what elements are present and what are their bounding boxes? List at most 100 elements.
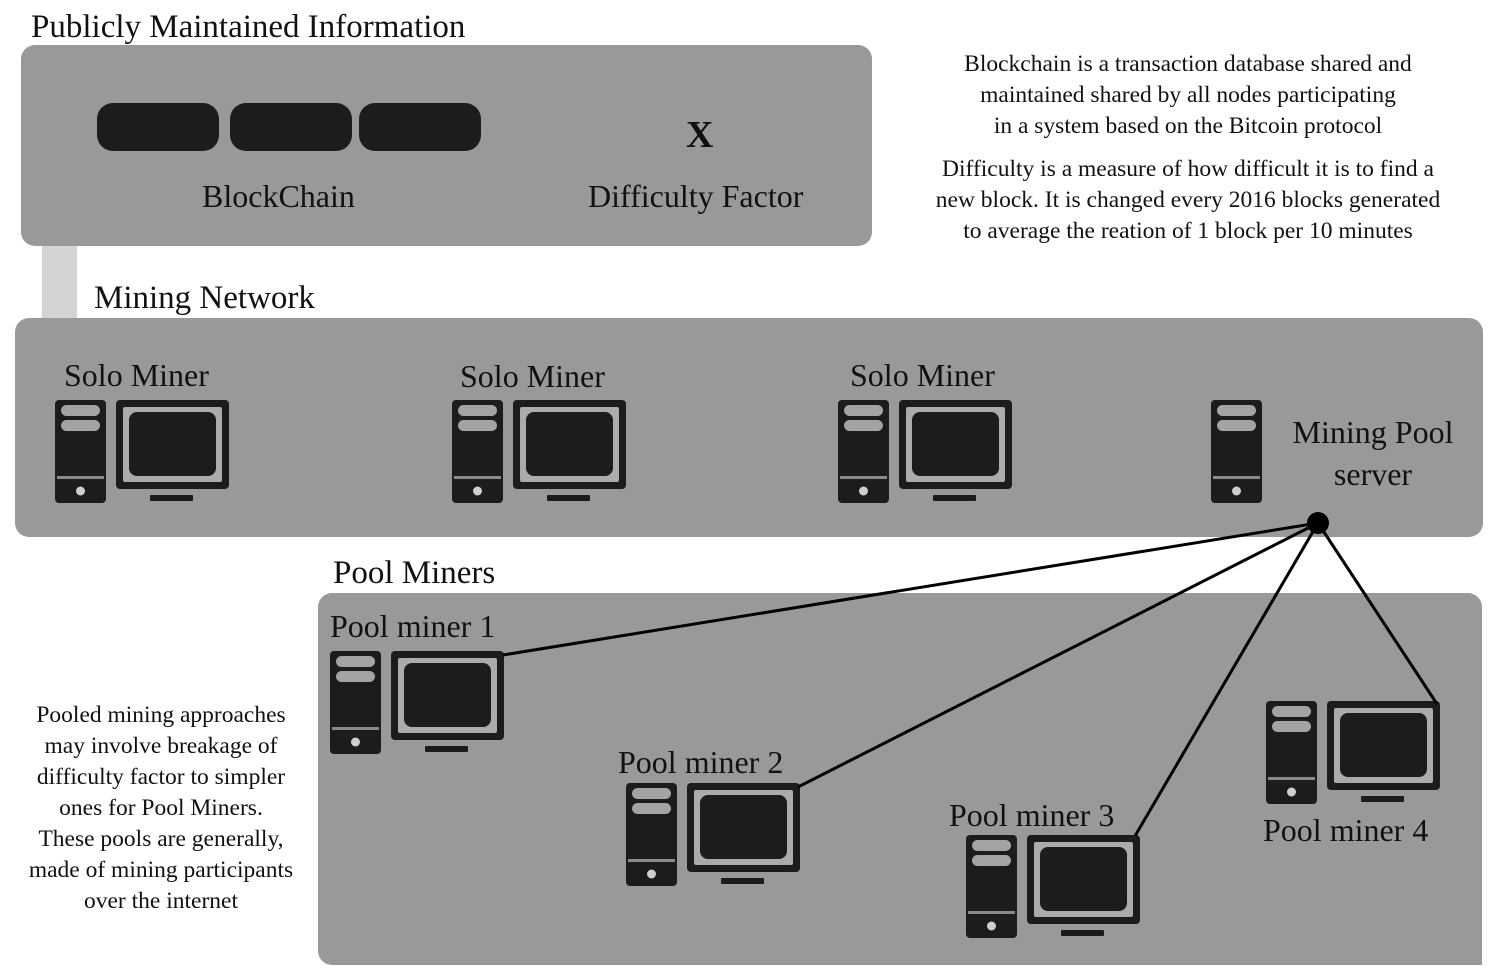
power-button — [1232, 486, 1241, 496]
blockchain-block-2 — [230, 103, 352, 151]
drive-bay — [1272, 721, 1311, 732]
desktop-computer-icon — [330, 651, 504, 754]
network-connector — [42, 246, 77, 319]
pooled-desc-line: over the internet — [84, 888, 238, 914]
monitor-screen — [526, 412, 613, 476]
pool-miner-4-label: Pool miner 4 — [1263, 812, 1429, 848]
difficulty-symbol: X — [686, 114, 714, 156]
drive-bay — [458, 405, 497, 416]
blockchain-block-1 — [97, 103, 219, 151]
desktop-computer-icon — [1266, 701, 1440, 804]
pooled-desc-line: may involve breakage of — [44, 733, 278, 759]
monitor-screen — [1040, 847, 1127, 911]
drive-bay — [844, 420, 883, 431]
power-button — [351, 737, 360, 747]
monitor-stand — [547, 495, 590, 501]
desktop-computer-icon — [452, 400, 626, 503]
pooled-mining-description: Pooled mining approaches may involve bre… — [0, 700, 322, 917]
solo-miner-label: Solo Miner — [460, 358, 605, 394]
tower — [330, 651, 381, 754]
tower — [838, 400, 889, 503]
tower-seam — [840, 476, 887, 479]
difficulty-description: Difficulty is a measure of how difficult… — [878, 154, 1498, 247]
monitor-screen — [1340, 713, 1427, 777]
power-button — [987, 921, 996, 931]
difficulty-label: Difficulty Factor — [588, 178, 804, 214]
pool-miner-1-label: Pool miner 1 — [330, 608, 496, 644]
blockchain-desc-line: in a system based on the Bitcoin protoco… — [993, 113, 1383, 139]
power-button — [76, 486, 85, 496]
monitor-stand — [1061, 930, 1104, 936]
monitor — [899, 400, 1012, 501]
drive-bay — [1217, 420, 1256, 431]
pool-server-label-line: Mining Pool — [1292, 414, 1454, 450]
monitor-stand — [150, 495, 193, 501]
connection-line-pool-miner-4 — [1316, 522, 1439, 705]
power-button — [1287, 787, 1296, 797]
tower-seam — [332, 727, 379, 730]
monitor — [1327, 701, 1440, 802]
public-info-title: Publicly Maintained Information — [31, 9, 466, 45]
connection-line-pool-miner-2 — [797, 521, 1319, 789]
tower — [966, 835, 1017, 938]
drive-bay — [336, 671, 375, 682]
tower — [626, 783, 677, 886]
drive-bay — [632, 803, 671, 814]
monitor — [391, 651, 504, 752]
drive-bay — [972, 840, 1011, 851]
desktop-computer-icon — [966, 835, 1140, 938]
mining-pool-hub-node — [1307, 512, 1329, 534]
pooled-desc-line: ones for Pool Miners. — [59, 795, 263, 821]
monitor-stand — [1361, 796, 1404, 802]
monitor-stand — [721, 878, 764, 884]
tower-seam — [628, 859, 675, 862]
blockchain-label: BlockChain — [202, 178, 355, 214]
connection-line-pool-miner-1 — [502, 521, 1319, 657]
pool-miners-title: Pool Miners — [333, 555, 496, 591]
drive-bay — [972, 855, 1011, 866]
pool-miner-3-label: Pool miner 3 — [949, 797, 1115, 833]
tower-seam — [57, 476, 104, 479]
pooled-desc-line: These pools are generally, — [38, 826, 284, 852]
solo-miner-label: Solo Miner — [64, 357, 209, 393]
drive-bay — [61, 420, 100, 431]
desktop-computer-icon — [838, 400, 1012, 503]
drive-bay — [632, 788, 671, 799]
drive-bay — [844, 405, 883, 416]
solo-miner-label: Solo Miner — [850, 357, 995, 393]
monitor-stand — [425, 746, 468, 752]
blockchain-block-3 — [359, 103, 481, 151]
monitor-screen — [404, 663, 491, 727]
tower — [1211, 400, 1262, 503]
monitor — [513, 400, 626, 501]
monitor-stand — [933, 495, 976, 501]
pooled-desc-line: Pooled mining approaches — [36, 702, 286, 728]
blockchain-description: Blockchain is a transaction database sha… — [878, 49, 1498, 142]
pool-server-label-line: server — [1333, 456, 1413, 492]
mining-network-title: Mining Network — [94, 280, 315, 316]
pooled-desc-line: difficulty factor to simpler — [36, 764, 286, 790]
power-button — [859, 486, 868, 496]
difficulty-desc-line: to average the reation of 1 block per 10… — [963, 218, 1413, 244]
tower — [55, 400, 106, 503]
drive-bay — [1272, 706, 1311, 717]
pooled-desc-line: made of mining participants — [28, 857, 294, 883]
blockchain-desc-line: Blockchain is a transaction database sha… — [964, 51, 1412, 77]
mining-pool-server-label: Mining Pool server — [1266, 411, 1480, 495]
monitor — [116, 400, 229, 501]
tower-seam — [1268, 777, 1315, 780]
drive-bay — [336, 656, 375, 667]
tower — [452, 400, 503, 503]
difficulty-desc-line: new block. It is changed every 2016 bloc… — [935, 187, 1441, 213]
connection-line-pool-miner-3 — [1133, 522, 1320, 837]
monitor — [1027, 835, 1140, 936]
desktop-computer-icon — [626, 783, 800, 886]
tower — [1266, 701, 1317, 804]
server-tower-icon — [1211, 400, 1262, 503]
power-button — [647, 869, 656, 879]
drive-bay — [1217, 405, 1256, 416]
monitor-screen — [129, 412, 216, 476]
desktop-computer-icon — [55, 400, 229, 503]
tower-seam — [968, 911, 1015, 914]
